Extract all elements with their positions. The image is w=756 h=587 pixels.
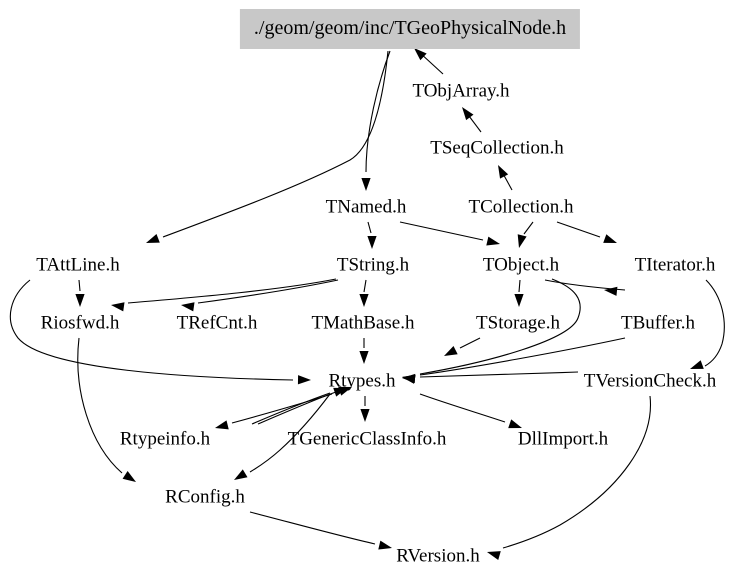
arrowhead-tstring-to-tmathbase — [359, 294, 369, 307]
graph-node-tnamed[interactable]: TNamed.h — [325, 196, 407, 218]
graph-node-tseqcollection[interactable]: TSeqCollection.h — [430, 137, 564, 159]
arrowhead-rtypes-to-dllimport — [508, 419, 522, 429]
arrowhead-tattline-to-rtypes — [297, 375, 311, 385]
arrowhead-tversioncheck-to-rversion — [487, 551, 501, 561]
graph-node-tstring[interactable]: TString.h — [336, 254, 410, 276]
graph-node-riosfwd[interactable]: Riosfwd.h — [40, 312, 120, 334]
edge-rtypes-to-rtypeinfo — [231, 393, 333, 424]
edge-tversioncheck-to-rversion — [502, 395, 652, 549]
edge-rtypes-to-rconfig — [249, 393, 331, 473]
graph-node-titerator[interactable]: TIterator.h — [634, 254, 716, 276]
edge-rtypes-to-dllimport — [419, 393, 506, 423]
arrowhead-tobjarray-to-root — [414, 48, 427, 61]
arrowhead-tstring-to-rtypes — [111, 302, 125, 312]
edge-tgenericclassinfo-to-rtypes — [257, 391, 337, 425]
edge-titerator-to-tversioncheck — [704, 279, 725, 367]
edge-tstring-to-trefcnt — [197, 279, 339, 304]
edge-tattline-to-rtypes — [9, 279, 294, 381]
arrowhead-tversioncheck-to-rtypes — [402, 373, 416, 384]
graph-node-rtypeinfo[interactable]: Rtypeinfo.h — [119, 428, 211, 450]
edge-tbuffer-to-rtypes — [419, 337, 626, 376]
graph-node-tcollection[interactable]: TCollection.h — [468, 196, 574, 218]
edge-tobject-to-rtypes — [419, 278, 581, 375]
arrowhead-tmathbase-to-rtypes — [359, 351, 369, 364]
arrowhead-root-to-tattline — [146, 234, 160, 243]
edge-root-to-tnamed — [365, 50, 391, 173]
graph-node-tbuffer[interactable]: TBuffer.h — [620, 312, 696, 334]
arrowhead-tstring-to-trefcnt — [181, 302, 195, 312]
graph-node-rconfig[interactable]: RConfig.h — [165, 486, 245, 508]
graph-node-tgenericclassinfo[interactable]: TGenericClassInfo.h — [287, 428, 447, 450]
arrowhead-rconfig-to-rversion — [378, 540, 392, 550]
edge-tstorage-to-rtypes — [459, 337, 481, 349]
arrowhead-tobject-to-tstorage — [514, 294, 524, 307]
arrowhead-tobject-to-tbuffer — [604, 286, 618, 296]
graph-node-tobjarray[interactable]: TObjArray.h — [412, 80, 510, 102]
arrowhead-tnamed-to-tstring — [367, 236, 377, 249]
edge-tattline-to-riosfwd — [78, 279, 81, 292]
edge-tstring-to-rtypes — [127, 278, 337, 304]
arrowhead-tgenericclassinfo-to-rtypes — [338, 386, 352, 396]
edge-tstring-to-tmathbase — [363, 279, 367, 293]
graph-node-dllimport[interactable]: DllImport.h — [517, 428, 609, 450]
arrowhead-tcollection-to-tobject — [517, 234, 527, 248]
edge-tversioncheck-to-rtypes — [419, 371, 579, 378]
graph-node-tstorage[interactable]: TStorage.h — [476, 312, 560, 334]
edge-tnamed-to-tstring — [367, 221, 372, 234]
graph-node-tattline[interactable]: TAttLine.h — [36, 254, 120, 276]
edge-tobject-to-tstorage — [518, 279, 521, 293]
graph-node-tversioncheck[interactable]: TVersionCheck.h — [583, 370, 717, 392]
edge-riosfwd-to-rconfig — [77, 337, 123, 474]
arrowhead-tattline-to-riosfwd — [75, 294, 85, 307]
graph-node-root[interactable]: ./geom/geom/inc/TGeoPhysicalNode.h — [239, 9, 581, 49]
arrowhead-riosfwd-to-rconfig — [122, 471, 136, 482]
edge-tobject-to-tbuffer — [544, 279, 626, 291]
graph-node-tmathbase[interactable]: TMathBase.h — [311, 312, 415, 334]
graph-node-trefcnt[interactable]: TRefCnt.h — [176, 312, 258, 334]
arrowhead-tnamed-to-tobject — [486, 236, 500, 246]
arrowhead-titerator-to-tversioncheck — [690, 360, 704, 369]
graph-node-rtypes[interactable]: Rtypes.h — [328, 370, 396, 392]
graph-node-tobject[interactable]: TObject.h — [482, 254, 560, 276]
arrowhead-tseqcollection-to-tobjarray — [462, 107, 474, 121]
graph-node-rversion[interactable]: RVersion.h — [396, 545, 480, 567]
edge-tnamed-to-tobject — [399, 221, 484, 241]
edge-root-to-tattline — [162, 50, 389, 238]
arrowhead-tcollection-to-titerator — [603, 234, 617, 243]
arrowhead-tcollection-to-tseqcollection — [498, 165, 509, 179]
edge-tcollection-to-titerator — [556, 221, 601, 238]
edge-rconfig-to-rversion — [249, 511, 376, 545]
edge-tcollection-to-tobject — [523, 221, 534, 235]
edge-rtypeinfo-to-rtypes — [251, 392, 331, 425]
arrowhead-root-to-tnamed — [361, 178, 371, 191]
arrowhead-rtypes-to-rtypeinfo — [215, 420, 229, 430]
arrowhead-rtypes-to-tgenericclassinfo — [360, 409, 370, 422]
arrowhead-tstorage-to-rtypes — [444, 345, 458, 356]
arrowhead-rtypes-to-rconfig — [234, 469, 248, 480]
